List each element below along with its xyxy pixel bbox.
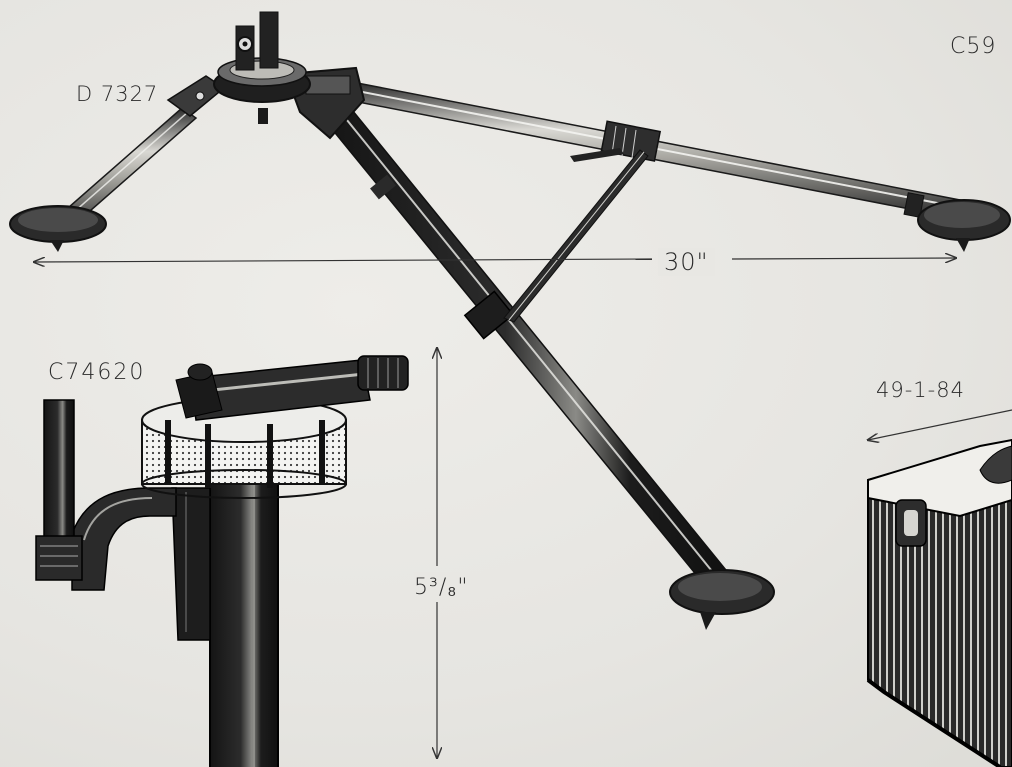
tripod-illustration [9,11,1011,630]
tripod-head [213,11,366,140]
dimension-30-inch [34,258,956,262]
part-number-ammo-box: 49-1-84 [876,378,965,402]
dimension-label-sight-height: 5³/₈" [414,572,469,602]
sight-unit-illustration [35,355,409,767]
tripod-rear-leg [347,81,961,219]
tripod-front-leg [316,99,736,595]
ammo-box-illustration [868,409,1012,767]
part-number-sight-unit: C74620 [48,360,146,385]
dimension-label-tripod-span: 30" [658,248,715,276]
part-number-tripod-head: D 7327 [76,82,159,106]
part-number-leg: C59 [950,34,997,59]
